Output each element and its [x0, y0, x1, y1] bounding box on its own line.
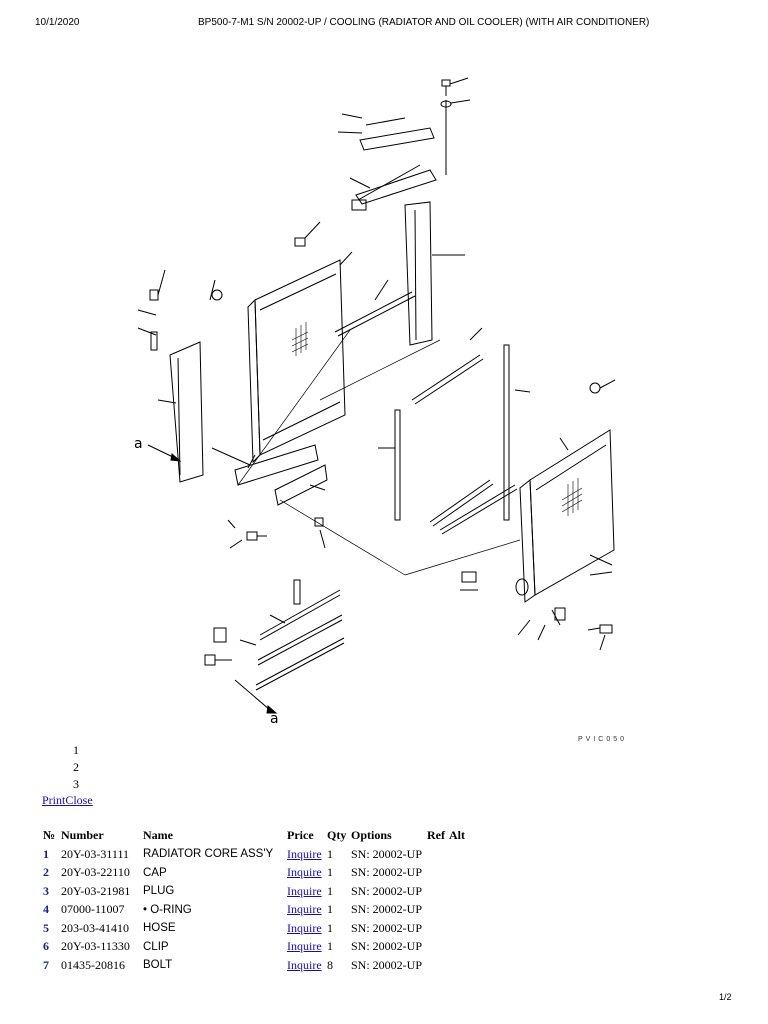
part-options: SN: 20002-UP — [351, 939, 423, 954]
inquire-link[interactable]: Inquire — [287, 902, 322, 917]
part-name: CLIP — [143, 940, 169, 953]
col-qty: Qty — [327, 828, 347, 842]
row-no: 4 — [43, 902, 49, 917]
oil-cooler-part — [515, 379, 616, 603]
part-number: 07000-11007 — [61, 902, 125, 917]
part-name: BOLT — [143, 959, 173, 972]
rod-part — [334, 279, 416, 337]
part-qty: 1 — [327, 902, 333, 917]
callout-a-lower: a — [270, 711, 279, 727]
table-row: 6 20Y-03-11330 CLIP Inquire 1 SN: 20002-… — [41, 938, 467, 957]
diagram-code: PVIC050 — [578, 736, 628, 743]
part-name: • O-RING — [143, 903, 192, 916]
left-bracket-part — [137, 269, 223, 483]
col-no: № — [43, 828, 56, 842]
part-number: 01435-20816 — [61, 957, 125, 972]
radiator-core-part — [247, 221, 353, 464]
part-options: SN: 20002-UP — [351, 883, 423, 898]
part-options: SN: 20002-UP — [351, 846, 423, 861]
row-no: 1 — [43, 846, 49, 861]
part-name: PLUG — [143, 885, 175, 898]
table-row: 1 20Y-03-31111 RADIATOR CORE ASS'Y Inqui… — [41, 845, 467, 864]
row-no: 2 — [43, 865, 49, 880]
inquire-link[interactable]: Inquire — [287, 865, 322, 880]
part-name: CAP — [143, 866, 167, 879]
print-date: 10/1/2020 — [35, 17, 80, 28]
row-no: 6 — [43, 939, 49, 954]
side-support-part — [404, 201, 465, 346]
part-name: RADIATOR CORE ASS'Y — [143, 848, 274, 861]
inquire-link[interactable]: Inquire — [287, 883, 322, 898]
upper-bracket-part — [337, 100, 447, 211]
seal-strip-part — [378, 327, 531, 535]
print-link[interactable]: Print — [42, 793, 66, 807]
page-number: 1/2 — [719, 992, 732, 1002]
part-number: 20Y-03-11330 — [61, 939, 130, 954]
inquire-link[interactable]: Inquire — [287, 957, 322, 972]
part-options: SN: 20002-UP — [351, 902, 423, 917]
row-no: 5 — [43, 920, 49, 935]
part-options: SN: 20002-UP — [351, 865, 423, 880]
parts-diagram: a a — [134, 77, 616, 727]
part-qty: 1 — [327, 920, 333, 935]
col-number: Number — [61, 828, 104, 842]
parts-table: № Number Name Price Qty Options Ref Alt … — [41, 826, 467, 975]
part-qty: 8 — [327, 957, 333, 972]
top-bolt-part — [440, 77, 471, 108]
part-number: 20Y-03-22110 — [61, 865, 130, 880]
col-options: Options — [351, 828, 392, 842]
strip-bundle-part — [204, 579, 345, 714]
part-number: 20Y-03-21981 — [61, 883, 131, 898]
table-row: 5 203-03-41410 HOSE Inquire 1 SN: 20002-… — [41, 919, 467, 938]
close-link[interactable]: Close — [65, 793, 93, 807]
plug-part — [460, 554, 613, 651]
part-qty: 1 — [327, 846, 333, 861]
part-options: SN: 20002-UP — [351, 957, 423, 972]
part-number: 203-03-41410 — [61, 920, 129, 935]
action-links: PrintClose — [42, 793, 93, 808]
lower-bracket-part — [211, 444, 328, 506]
view-item[interactable]: 1 — [73, 743, 79, 757]
table-row: 3 20Y-03-21981 PLUG Inquire 1 SN: 20002-… — [41, 882, 467, 901]
inquire-link[interactable]: Inquire — [287, 939, 322, 954]
inquire-link[interactable]: Inquire — [287, 920, 322, 935]
inquire-link[interactable]: Inquire — [287, 846, 322, 861]
part-number: 20Y-03-31111 — [61, 846, 129, 861]
col-name: Name — [143, 828, 173, 842]
view-item[interactable]: 2 — [73, 760, 79, 774]
part-options: SN: 20002-UP — [351, 920, 423, 935]
callout-a-upper: a — [134, 436, 143, 452]
bolt-part — [227, 517, 326, 549]
row-no: 7 — [43, 957, 49, 972]
part-name: HOSE — [143, 922, 176, 935]
table-row: 7 01435-20816 BOLT Inquire 8 SN: 20002-U… — [41, 956, 467, 975]
col-alt: Alt — [449, 828, 465, 842]
view-list: 1 2 3 — [73, 742, 79, 793]
table-row: 2 20Y-03-22110 CAP Inquire 1 SN: 20002-U… — [41, 864, 467, 883]
part-qty: 1 — [327, 939, 333, 954]
callout-a-left-arrow — [147, 444, 182, 462]
view-item[interactable]: 3 — [73, 777, 79, 791]
row-no: 3 — [43, 883, 49, 898]
page-title: BP500-7-M1 S/N 20002-UP / COOLING (RADIA… — [198, 17, 650, 28]
part-qty: 1 — [327, 883, 333, 898]
table-header-row: № Number Name Price Qty Options Ref Alt — [41, 826, 467, 845]
routing-line — [237, 329, 521, 576]
col-price: Price — [287, 828, 314, 842]
table-row: 4 07000-11007 • O-RING Inquire 1 SN: 200… — [41, 901, 467, 920]
part-qty: 1 — [327, 865, 333, 880]
col-ref: Ref — [427, 828, 445, 842]
